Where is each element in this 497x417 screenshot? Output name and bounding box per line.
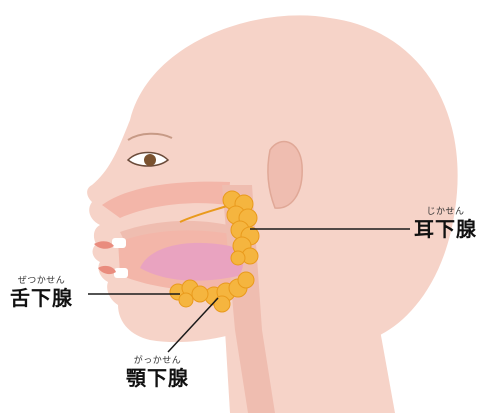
sublingual-ruby: ぜつかせん — [10, 277, 73, 286]
submandibular-ruby: がっかせん — [126, 357, 189, 366]
parotid-name: 耳下腺 — [414, 219, 477, 239]
submandibular-name: 顎下腺 — [126, 368, 189, 388]
sublingual-label: ぜつかせん 舌下腺 — [10, 277, 73, 308]
sublingual-name: 舌下腺 — [10, 288, 73, 308]
parotid-label: じかせん 耳下腺 — [414, 208, 477, 239]
submandibular-label: がっかせん 顎下腺 — [126, 357, 189, 388]
upper-teeth — [112, 238, 126, 248]
iris — [144, 154, 156, 166]
lower-teeth — [114, 268, 128, 278]
parotid-ruby: じかせん — [414, 208, 477, 217]
